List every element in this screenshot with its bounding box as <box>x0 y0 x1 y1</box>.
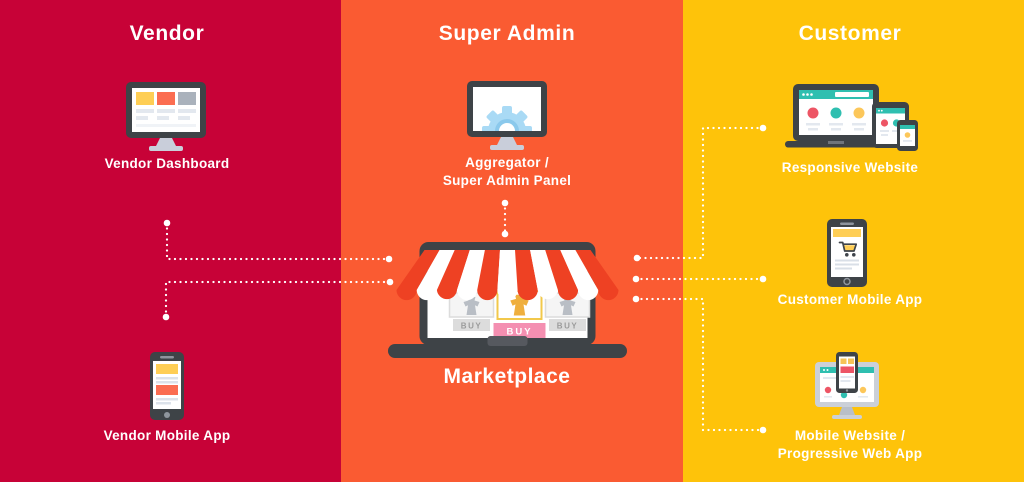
customer-mobile-app-label: Customer Mobile App <box>777 292 923 307</box>
vendor-dashboard-label: Vendor Dashboard <box>104 156 230 171</box>
buy-button-gray <box>549 319 586 331</box>
desktop-monitor-dashboard-icon <box>126 82 206 151</box>
desktop-monitor-gear-icon <box>467 81 547 150</box>
store-awning-icon <box>396 250 619 301</box>
mobile-website-pwa-label-line2: Progressive Web App <box>777 446 923 461</box>
shopping-cart-icon <box>838 241 858 257</box>
buy-label: BUY <box>506 327 532 338</box>
aggregator-label: Aggregator / Super Admin Panel <box>341 154 673 190</box>
multi-device-responsive-icon <box>785 84 918 151</box>
aggregator-label-line1: Aggregator / <box>465 155 549 170</box>
smartphone-app-icon <box>150 352 184 420</box>
mobile-website-pwa-label-line1: Mobile Website / <box>794 428 906 443</box>
super-admin-heading: Super Admin <box>438 22 576 45</box>
vendor-heading: Vendor <box>129 22 205 45</box>
smartphone-shopping-cart-icon <box>827 219 867 287</box>
buy-button-pink <box>493 323 546 338</box>
buy-button-gray <box>453 319 490 331</box>
super-admin-column <box>341 0 683 482</box>
aggregator-label-line2: Super Admin Panel <box>442 173 572 188</box>
buy-label: BUY <box>557 322 578 331</box>
customer-heading: Customer <box>798 22 902 45</box>
desktop-with-phone-icon <box>815 352 879 419</box>
storefront-laptop-icon: BUY BUY BUY <box>388 242 627 358</box>
mobile-website-pwa-label: Mobile Website / Progressive Web App <box>683 427 1017 463</box>
marketplace-label: Marketplace <box>443 365 571 388</box>
responsive-website-label: Responsive Website <box>781 160 919 175</box>
buy-label: BUY <box>461 322 482 331</box>
gear-icon <box>482 106 532 131</box>
vendor-mobile-app-label: Vendor Mobile App <box>103 428 231 443</box>
